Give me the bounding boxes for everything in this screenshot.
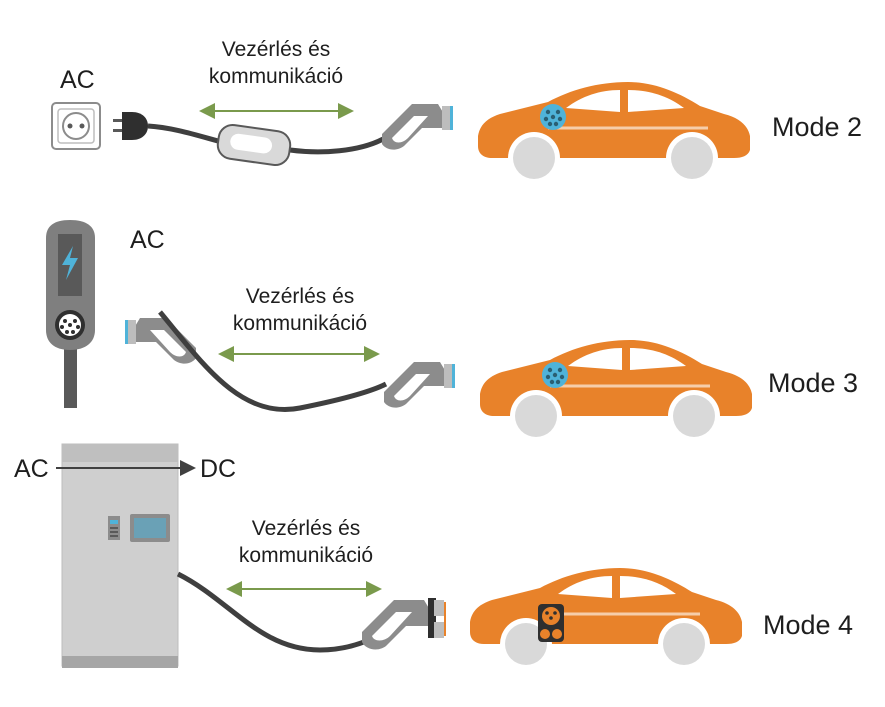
- wall-socket-icon: [51, 102, 101, 150]
- schuko-plug-icon: [113, 112, 148, 140]
- mode4-group: [56, 443, 744, 672]
- mode3-group: [46, 220, 754, 444]
- mode2-ac-label: AC: [60, 66, 95, 94]
- wallbox-icon: [46, 220, 95, 350]
- mode3-label: Mode 3: [768, 368, 859, 398]
- in-cable-control-box-icon: [216, 123, 292, 167]
- mode4-comm-line1: Vezérlés és: [251, 517, 361, 540]
- cable-mode3: [158, 310, 388, 412]
- mode4-dc-label: DC: [200, 455, 237, 483]
- mode4-ac-label: AC: [14, 455, 49, 483]
- mode3-ac-label: AC: [130, 226, 165, 254]
- car-icon: [476, 80, 752, 186]
- mode2-label: Mode 2: [772, 112, 863, 142]
- vehicle-plug-icon: [382, 104, 453, 150]
- dc-charger-icon: [61, 443, 179, 668]
- mode3-comm-line1: Vezérlés és: [245, 285, 355, 308]
- mode3-comm-label: Vezérlés és kommunikáció: [210, 283, 390, 337]
- dc-plug-icon: [362, 598, 446, 650]
- mode2-comm-line1: Vezérlés és: [221, 38, 331, 61]
- mode4-comm-line2: kommunikáció: [238, 544, 374, 567]
- cable-mode4: [176, 571, 390, 653]
- mode4-label: Mode 4: [763, 610, 854, 640]
- mode2-comm-label: Vezérlés és kommunikáció: [186, 36, 366, 90]
- mode2-group: [51, 80, 752, 186]
- car-icon: [478, 338, 754, 444]
- car-icon: [468, 566, 744, 672]
- mode2-comm-line2: kommunikáció: [208, 65, 344, 88]
- mode4-comm-label: Vezérlés és kommunikáció: [216, 515, 396, 569]
- vehicle-plug-icon: [384, 362, 455, 408]
- ccs-socket-icon: [538, 604, 564, 642]
- mode3-comm-line2: kommunikáció: [232, 312, 368, 335]
